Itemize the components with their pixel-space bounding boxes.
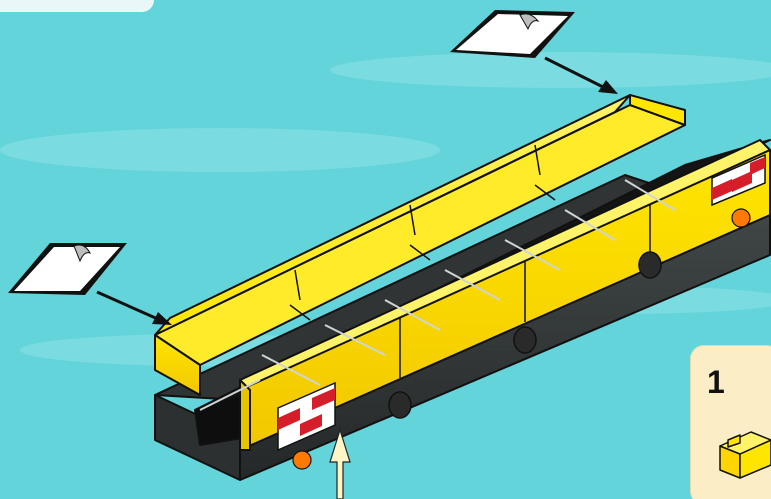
sticker-sheet-icon: [8, 243, 127, 295]
arrow-pointer-icon: [97, 292, 172, 325]
parts-callout-panel: [690, 345, 771, 499]
step-number: 1: [707, 366, 725, 398]
sticker-sheet-icon: [450, 10, 575, 58]
near-rail-end: [240, 380, 250, 450]
sticker-callout-left: [8, 243, 172, 325]
